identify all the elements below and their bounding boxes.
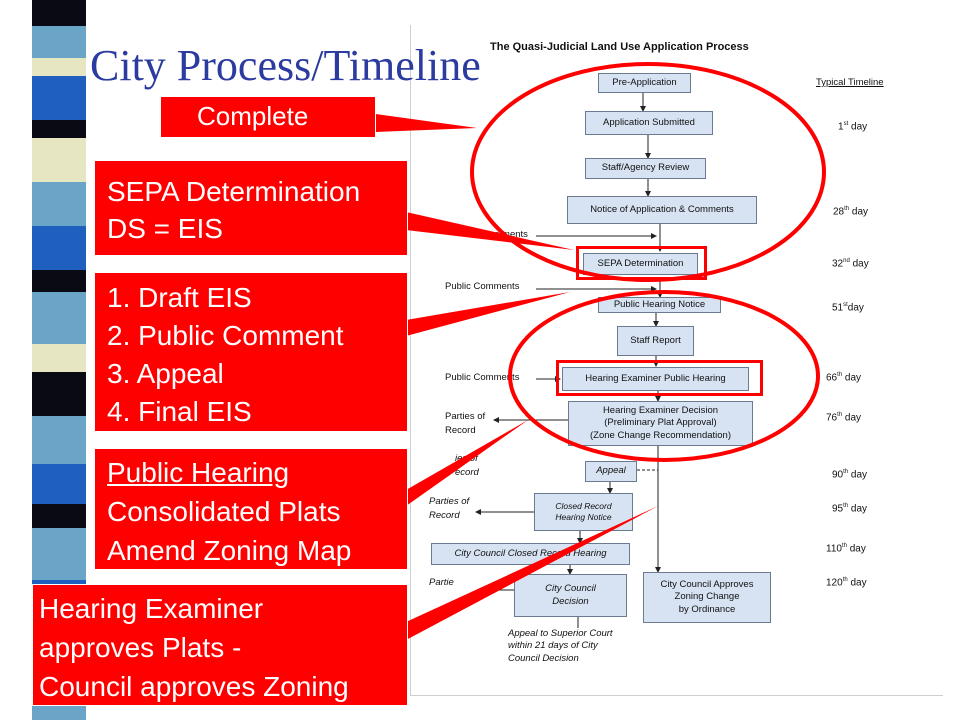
council-decision-line1: City Council [545, 583, 596, 595]
callout-sepa: SEPA Determination DS = EIS [94, 160, 408, 256]
step-council-closed-record-hearing: City Council Closed Record Hearing [431, 543, 630, 565]
step-notice-of-application: Notice of Application & Comments [567, 196, 757, 224]
timeline-day: 120th day [826, 577, 867, 589]
callout-sepa-line2: DS = EIS [107, 213, 223, 244]
council-approves-line3: by Ordinance [678, 603, 736, 615]
parties-of-record-label: Parties of Record [429, 496, 470, 522]
timeline-day: 32nd day [832, 258, 869, 270]
closed-record-line1: Closed Record [555, 500, 612, 511]
step-examiner-decision: Hearing Examiner Decision (Preliminary P… [568, 401, 753, 446]
timeline-day: 51stday [832, 302, 864, 314]
council-approves-line2: Zoning Change [674, 591, 740, 603]
callout-examiner: Hearing Examiner approves Plats - Counci… [32, 584, 408, 706]
examiner-decision-line1: Hearing Examiner Decision [602, 404, 719, 416]
timeline-day: 95th day [832, 503, 868, 515]
timeline-day: 76th day [826, 412, 862, 424]
callout-eis-steps: 1. Draft EIS 2. Public Comment 3. Appeal… [94, 272, 408, 432]
callout-sepa-line1: SEPA Determination [107, 176, 361, 207]
timeline-day: 90th day [832, 469, 868, 481]
public-comments-label: Public Comments [445, 372, 520, 383]
step-public-hearing-notice: Public Hearing Notice [598, 297, 721, 313]
step-council-decision: City Council Decision [514, 574, 627, 617]
step-closed-record-notice: Closed Record Hearing Notice [534, 493, 633, 531]
comments-label: Comments [482, 229, 528, 240]
timeline-header: Typical Timeline [816, 77, 884, 88]
timeline-day: 66th day [826, 372, 862, 384]
flowchart-title: The Quasi-Judicial Land Use Application … [490, 41, 749, 53]
callout-complete: Complete [160, 96, 376, 138]
eis-step: 4. Final EIS [107, 396, 252, 427]
examiner-line: approves Plats - [39, 632, 242, 663]
step-staff-review: Staff/Agency Review [585, 158, 706, 179]
public-hearing-line: Consolidated Plats [107, 496, 341, 527]
public-hearing-line: Amend Zoning Map [107, 535, 352, 566]
examiner-decision-line3: (Zone Change Recommendation) [590, 429, 731, 441]
public-comments-label: Public Comments [445, 281, 520, 292]
hearing-highlight-box [556, 360, 763, 396]
slide-title: City Process/Timeline [90, 41, 481, 90]
step-application-submitted: Application Submitted [585, 111, 713, 135]
timeline-day: 1st day [838, 121, 868, 133]
step-appeal: Appeal [585, 461, 637, 482]
public-hearing-heading: Public Hearing [107, 457, 290, 488]
eis-step: 2. Public Comment [107, 320, 344, 351]
eis-step: 1. Draft EIS [107, 282, 252, 313]
timeline-day: 28th day [833, 206, 869, 218]
callout-complete-text: Complete [197, 101, 309, 131]
parties-label: Partie [429, 577, 454, 588]
parties-of-record-label: Parties of Record [445, 411, 486, 437]
council-approves-line1: City Council Approves [660, 578, 754, 590]
council-decision-line2: Decision [552, 595, 589, 607]
examiner-decision-line2: (Preliminary Plat Approval) [604, 417, 717, 429]
examiner-line: Council approves Zoning [39, 671, 349, 702]
eis-step: 3. Appeal [107, 358, 224, 389]
closed-record-line2: Hearing Notice [555, 512, 612, 522]
step-pre-application: Pre-Application [598, 73, 691, 93]
superior-court-appeal-note: Appeal to Superior Court within 21 days … [508, 628, 613, 664]
timeline-day: 110th day [826, 543, 866, 555]
examiner-line: Hearing Examiner [39, 593, 264, 624]
sepa-highlight-box [576, 246, 707, 280]
step-council-approves-zoning: City Council Approves Zoning Change by O… [643, 572, 771, 623]
parties-of-record-label: ies of ecord [455, 453, 479, 479]
step-staff-report: Staff Report [617, 326, 694, 356]
callout-public-hearing: Public Hearing Consolidated Plats Amend … [94, 448, 408, 570]
